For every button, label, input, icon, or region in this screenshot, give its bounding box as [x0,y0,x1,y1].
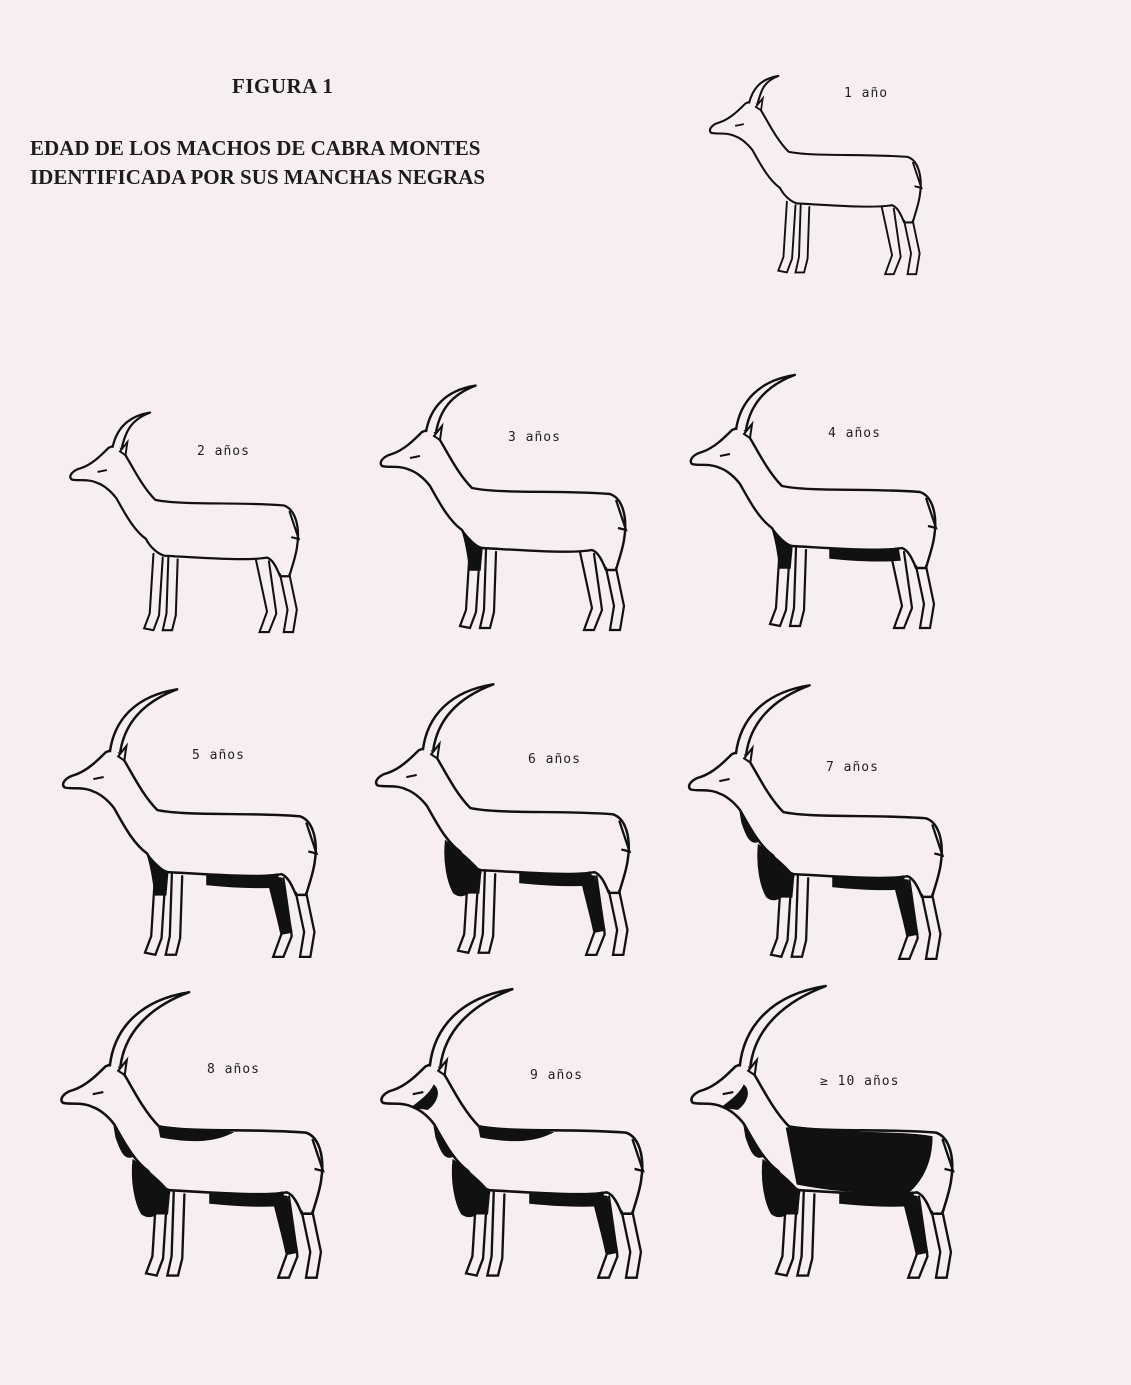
figure-title-line-2: IDENTIFICADA POR SUS MANCHAS NEGRAS [30,163,485,192]
goat-leg-2 [479,872,496,953]
age-label-10: ≥ 10 años [820,1074,899,1089]
goat-7-years [678,690,988,990]
goat-leg-3 [580,552,602,630]
figure-title: EDAD DE LOS MACHOS DE CABRA MONTES IDENT… [30,134,485,192]
age-label-4: 4 años [828,426,881,441]
goat-1-year [700,50,960,300]
goat-leg-2 [797,1192,814,1275]
black-patch-2 [830,548,900,561]
goat-5-years [52,688,362,988]
goat-horn [110,992,189,1066]
goat-6-years [365,686,675,986]
goat-8-years [50,1000,370,1310]
goat-horn [112,413,150,448]
goat-leg-1 [144,554,163,630]
goat-horn [736,375,795,430]
goat-body [710,100,921,222]
goat-leg-3 [882,207,901,274]
goat-leg-2 [166,874,183,955]
goat-leg-4 [606,568,624,630]
goat-horn [423,684,493,750]
goat-leg-2 [792,876,809,957]
goat-9-years [370,1000,690,1310]
goat-leg-3 [890,550,912,628]
goat-horn [426,386,476,432]
age-label-5: 5 años [192,748,245,763]
goat-leg-1 [778,202,795,273]
goat-horn [740,986,826,1066]
age-label-8: 8 años [207,1062,260,1077]
age-label-9: 9 años [530,1068,583,1083]
goat-leg-4 [932,1212,951,1278]
goat-leg-4 [280,574,297,632]
goat-leg-4 [916,566,934,628]
figure-title-line-1: EDAD DE LOS MACHOS DE CABRA MONTES [30,134,485,163]
goat-body [689,750,942,897]
goat-horn [110,689,177,752]
goat-leg-2 [790,548,806,626]
age-label-6: 6 años [528,752,581,767]
age-label-2: 2 años [197,444,250,459]
age-label-7: 7 años [826,760,879,775]
goat-2-years [60,390,340,660]
goat-leg-2 [480,550,496,628]
goat-leg-4 [622,1212,641,1278]
goat-leg-4 [904,221,920,274]
goat-horn [749,76,778,104]
goat-leg-4 [302,1212,321,1278]
figure-label: FIGURA 1 [232,74,333,99]
goat-leg-2 [796,205,810,272]
goat-10-years [680,1000,1000,1310]
age-label-3: 3 años [508,430,561,445]
goat-4-years [680,368,980,658]
goat-leg-2 [163,558,178,631]
goat-body [63,748,316,895]
goat-leg-4 [609,891,628,955]
goat-leg-4 [296,893,315,957]
goat-body [70,444,298,576]
goat-leg-3 [256,559,276,632]
goat-3-years [370,370,670,660]
age-label-1: 1 año [844,86,888,101]
goat-leg-2 [487,1192,504,1275]
goat-horn [736,685,810,754]
black-patch-8 [787,1128,932,1192]
goat-horn [430,989,513,1066]
goat-leg-4 [922,895,941,959]
goat-body [376,746,629,893]
goat-leg-2 [167,1192,184,1275]
goat-body [381,428,626,570]
goat-body [691,426,936,568]
